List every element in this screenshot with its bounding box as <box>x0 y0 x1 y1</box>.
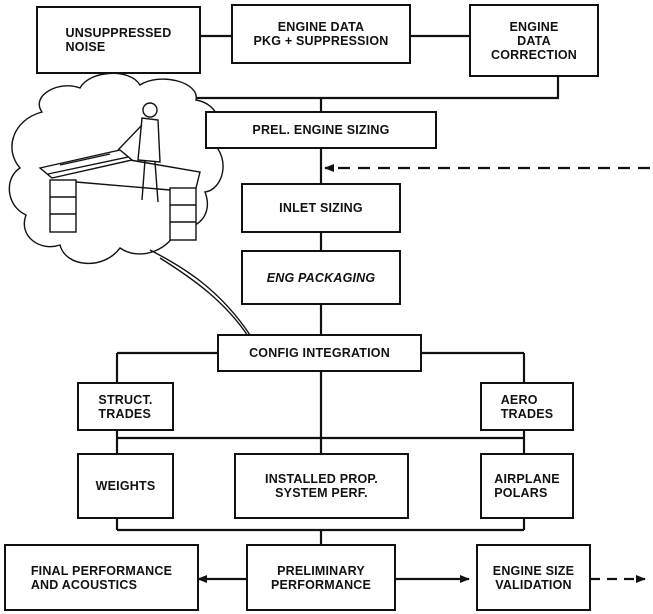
installed-prop-label: INSTALLED PROP. SYSTEM PERF. <box>265 472 378 500</box>
engine-size-validation-label: ENGINE SIZE VALIDATION <box>492 563 575 592</box>
inlet-sizing-box: INLET SIZING <box>241 183 401 233</box>
engineer-illustration <box>8 72 251 337</box>
unsuppressed-noise-box: UNSUPPRESSED NOISE <box>36 6 201 74</box>
struct-trades-box: STRUCT. TRADES <box>77 382 174 431</box>
config-integration-label: CONFIG INTEGRATION <box>249 346 390 360</box>
unsuppressed-noise-label: UNSUPPRESSED NOISE <box>65 26 172 54</box>
preliminary-performance-label: PRELIMINARY PERFORMANCE <box>270 563 372 592</box>
airplane-polars-label: AIRPLANE POLARS <box>494 472 560 500</box>
final-performance-box: FINAL PERFORMANCE AND ACOUSTICS <box>4 544 199 611</box>
eng-packaging-box: ENG PACKAGING <box>241 250 401 305</box>
weights-box: WEIGHTS <box>77 453 174 519</box>
aero-trades-box: AERO TRADES <box>480 382 574 431</box>
prel-engine-sizing-label: PREL. ENGINE SIZING <box>252 123 390 137</box>
engine-data-pkg-label: ENGINE DATA PKG + SUPPRESSION <box>253 20 389 48</box>
preliminary-performance-box: PRELIMINARY PERFORMANCE <box>246 544 396 611</box>
engine-data-pkg-box: ENGINE DATA PKG + SUPPRESSION <box>231 4 411 64</box>
engine-size-validation-box: ENGINE SIZE VALIDATION <box>476 544 591 611</box>
prel-engine-sizing-box: PREL. ENGINE SIZING <box>205 111 437 149</box>
airplane-polars-box: AIRPLANE POLARS <box>480 453 574 519</box>
inlet-sizing-label: INLET SIZING <box>279 201 363 215</box>
eng-packaging-label: ENG PACKAGING <box>266 270 376 285</box>
aero-trades-label: AERO TRADES <box>500 392 554 421</box>
struct-trades-label: STRUCT. TRADES <box>98 392 153 421</box>
config-integration-box: CONFIG INTEGRATION <box>217 334 422 372</box>
engine-data-correction-label: ENGINE DATA CORRECTION <box>490 19 578 62</box>
installed-prop-box: INSTALLED PROP. SYSTEM PERF. <box>234 453 409 519</box>
weights-label: WEIGHTS <box>95 479 156 493</box>
final-performance-label: FINAL PERFORMANCE AND ACOUSTICS <box>30 563 173 592</box>
engine-data-correction-box: ENGINE DATA CORRECTION <box>469 4 599 77</box>
